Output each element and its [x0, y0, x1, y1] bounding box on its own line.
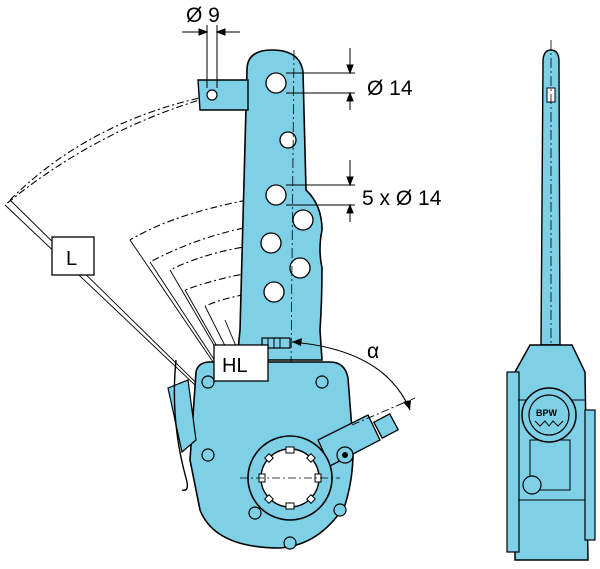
hole-3	[260, 232, 282, 254]
bpw-emblem-text: BPW	[536, 408, 558, 418]
side-plate	[167, 379, 197, 454]
pin-diameter-label: Ø 9	[186, 4, 220, 27]
angle-arc	[291, 341, 411, 411]
lever-length-label: L	[66, 248, 77, 270]
indicator-window	[261, 337, 291, 349]
side-flange-right	[584, 409, 596, 541]
side-lever	[540, 49, 561, 346]
angle-label: α	[367, 340, 379, 363]
lever-length-hl-box	[213, 344, 269, 382]
spring-clip	[173, 359, 189, 491]
side-flange	[506, 371, 520, 553]
dimension-pin-diameter	[182, 25, 240, 88]
hole-diameter-label: Ø 14	[367, 77, 413, 100]
hub-splines	[258, 446, 322, 510]
top-hole	[265, 72, 287, 94]
dimension-hole-diameter	[286, 48, 355, 110]
lever-length-box	[51, 236, 95, 276]
dimension-holes-count	[286, 160, 355, 222]
hole-2	[292, 209, 314, 231]
pin-hole	[206, 89, 218, 101]
hole-1	[265, 184, 287, 206]
small-hole	[279, 131, 297, 149]
side-knob	[522, 475, 542, 495]
side-view: BPW	[506, 40, 596, 561]
holes-count-label: 5 x Ø 14	[362, 187, 442, 210]
front-view: Ø 9 Ø 14 5 x Ø 14 α L	[4, 4, 442, 550]
pin-bracket	[197, 79, 249, 111]
hole-5	[263, 281, 285, 303]
adjusting-nut	[372, 412, 400, 440]
housing-bolts	[201, 375, 347, 550]
hole-4	[289, 257, 311, 279]
lever-length-hl-label: HL	[222, 355, 248, 377]
lever-holes	[260, 72, 314, 303]
lever-centerline	[289, 49, 295, 476]
